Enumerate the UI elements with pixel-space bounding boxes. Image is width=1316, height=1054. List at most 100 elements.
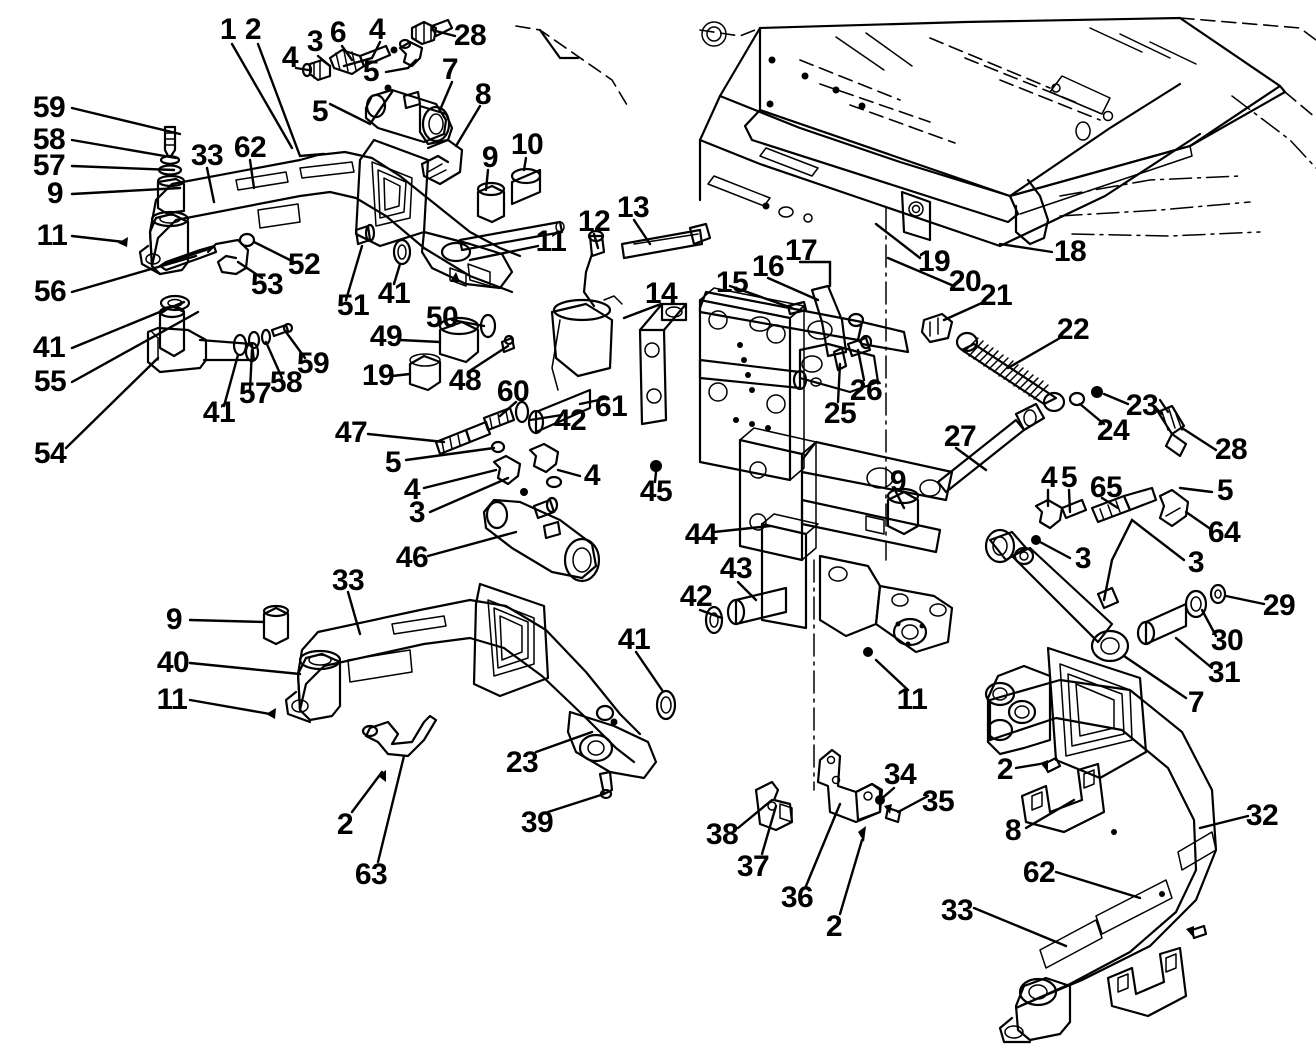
callout-number: 21: [979, 279, 1013, 312]
callout-number: 60: [496, 375, 530, 408]
callout-number: 36: [780, 881, 814, 914]
callout-number: 46: [395, 541, 429, 574]
callout-number: 8: [474, 78, 492, 111]
callout-number: 19: [917, 245, 951, 278]
callout-number: 42: [679, 580, 713, 613]
callout-number: 55: [33, 365, 67, 398]
callout-number: 11: [535, 225, 567, 258]
callout-number: 34: [883, 758, 917, 791]
upper-master-cylinder: [301, 18, 565, 290]
callout-number: 35: [921, 785, 955, 818]
callout-number: 38: [705, 818, 739, 851]
callout-number: 33: [190, 139, 224, 172]
callout-number: 9: [165, 603, 183, 636]
callout-number: 5: [1060, 461, 1078, 494]
return-spring-assembly: [920, 312, 1103, 494]
callout-number: 5: [1216, 474, 1234, 507]
callout-number: 6: [329, 16, 347, 49]
callout-number: 18: [1053, 235, 1087, 268]
callout-number: 39: [520, 806, 554, 839]
callout-number: 11: [896, 683, 928, 716]
lower-left-pedal-arm: [262, 582, 677, 800]
callout-number: 62: [233, 131, 267, 164]
callout-number: 57: [238, 377, 272, 410]
callout-number: 23: [1125, 389, 1159, 422]
callout-number: 49: [369, 320, 403, 353]
callout-number: 13: [616, 191, 650, 224]
callout-number: 28: [1214, 433, 1248, 466]
callout-number: 3: [1074, 542, 1092, 575]
callout-number: 2: [825, 910, 843, 943]
right-hose-fittings: [984, 398, 1227, 663]
callout-number: 3: [1187, 546, 1205, 579]
callout-number: 16: [751, 250, 785, 283]
callout-number: 43: [719, 552, 753, 585]
callout-number: 58: [32, 123, 66, 156]
callout-number: 28: [453, 19, 487, 52]
callout-number: 53: [250, 268, 284, 301]
callout-number: 32: [1245, 799, 1279, 832]
callout-number: 5: [362, 55, 380, 88]
center-linkage-assembly: [408, 222, 954, 657]
callout-number: 31: [1207, 656, 1241, 689]
chassis-frame: [515, 16, 1316, 248]
callout-number: 4: [368, 13, 386, 46]
callout-number: 41: [32, 331, 66, 364]
callout-number: 61: [594, 390, 628, 423]
lower-bracket-assembly: [754, 748, 902, 842]
callout-number: 47: [334, 416, 368, 449]
callout-number: 41: [202, 396, 236, 429]
callout-number: 42: [553, 404, 587, 437]
callout-number: 65: [1089, 471, 1123, 504]
callout-number: 59: [32, 91, 66, 124]
callout-number: 14: [644, 277, 678, 310]
callout-number: 19: [361, 359, 395, 392]
callout-number: 62: [1022, 856, 1056, 889]
callout-number: 11: [36, 219, 68, 252]
callout-number: 30: [1210, 624, 1244, 657]
callout-number: 4: [403, 473, 421, 506]
callout-number: 11: [156, 683, 188, 716]
callout-number: 25: [823, 397, 857, 430]
callout-number: 15: [715, 266, 749, 299]
callout-number: 51: [336, 289, 370, 322]
callout-number: 58: [269, 366, 303, 399]
callout-number: 41: [617, 623, 651, 656]
callout-number: 10: [510, 128, 544, 161]
callout-number: 52: [287, 248, 321, 281]
callout-number: 33: [940, 894, 974, 927]
callout-number: 64: [1207, 516, 1241, 549]
callout-number: 59: [296, 347, 330, 380]
callout-number: 20: [948, 265, 982, 298]
callout-number: 29: [1262, 589, 1296, 622]
callout-number: 2: [336, 808, 354, 841]
callout-number: 9: [889, 465, 907, 498]
callout-number: 3: [408, 496, 426, 529]
callout-number: 24: [1096, 414, 1130, 447]
callout-number: 37: [736, 850, 770, 883]
callout-number: 45: [639, 475, 673, 508]
callout-number: 1: [219, 13, 237, 46]
callout-number: 9: [46, 177, 64, 210]
callout-number: 56: [33, 275, 67, 308]
callout-number: 22: [1056, 313, 1090, 346]
callout-number: 7: [441, 53, 459, 86]
callout-number: 27: [943, 420, 977, 453]
callout-number: 4: [1040, 461, 1058, 494]
callout-number: 8: [1004, 814, 1022, 847]
callout-number: 63: [354, 858, 388, 891]
callout-number: 4: [281, 41, 299, 74]
callout-number: 44: [684, 518, 718, 551]
callout-number: 12: [577, 205, 611, 238]
leader-lines: [64, 28, 1266, 948]
callout-number: 2: [244, 13, 262, 46]
callout-number: 7: [1187, 686, 1205, 719]
right-pedal-arm: [984, 646, 1218, 1044]
callout-number: 23: [505, 746, 539, 779]
callout-number: 26: [849, 374, 883, 407]
callout-number: 50: [425, 301, 459, 334]
callout-number: 17: [784, 234, 818, 267]
callout-number: 5: [311, 95, 329, 128]
callout-number: 3: [306, 25, 324, 58]
